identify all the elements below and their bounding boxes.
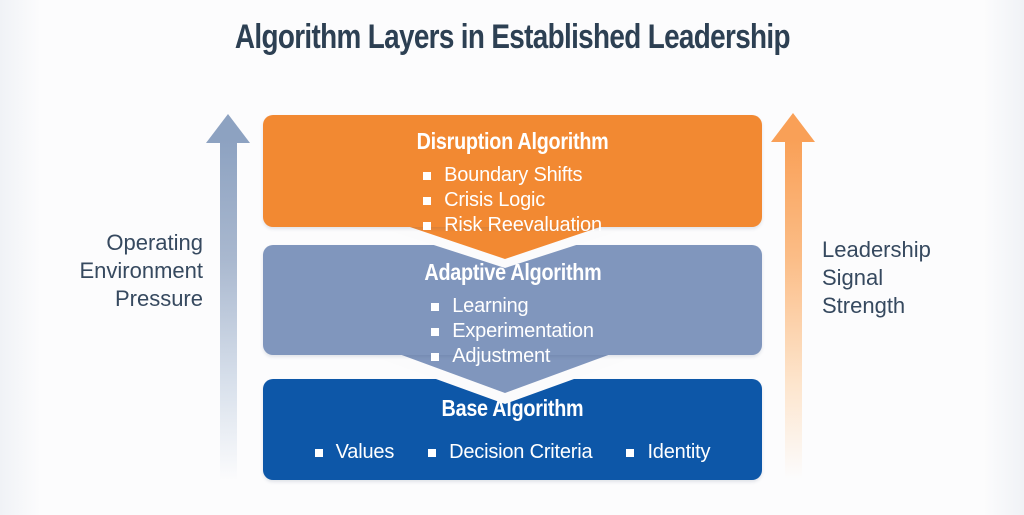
layer-adaptive-algorithm: Adaptive Algorithm Learning Experimentat… xyxy=(263,245,762,367)
pressure-arrow-shaft xyxy=(220,140,237,481)
page-title: Algorithm Layers in Established Leadersh… xyxy=(0,18,1024,57)
bullet-list: Boundary Shifts Crisis Logic Risk Reeval… xyxy=(423,163,602,238)
left-axis-label: Operating Environment Pressure xyxy=(40,229,203,313)
bullet-label: Identity xyxy=(647,441,711,463)
right-axis-label-line: Signal xyxy=(822,265,884,290)
bullet-square-icon xyxy=(431,302,440,311)
bullet-label: Adjustment xyxy=(452,345,551,367)
layer-title-text: Disruption Algorithm xyxy=(416,128,609,154)
bullet-square-icon xyxy=(431,352,440,361)
up-arrow-icon xyxy=(206,114,250,143)
bullet-list: Learning Experimentation Adjustment xyxy=(431,294,594,369)
bullet-square-icon xyxy=(423,171,432,180)
bullet-square-icon xyxy=(428,448,437,457)
bullet-square-icon xyxy=(431,327,440,336)
layer-title: Disruption Algorithm xyxy=(263,128,762,155)
bullet-item: Adjustment xyxy=(431,344,594,369)
bullet-square-icon xyxy=(423,196,432,205)
bullet-square-icon xyxy=(626,448,635,457)
page-title-text: Algorithm Layers in Established Leadersh… xyxy=(234,18,791,56)
bullet-label: Values xyxy=(335,441,395,463)
bullet-list: Values Decision Criteria Identity xyxy=(314,440,711,465)
bullet-item: Boundary Shifts xyxy=(423,163,602,188)
bullet-label: Learning xyxy=(452,295,529,317)
left-axis-label-line: Environment xyxy=(79,258,203,283)
layer-disruption-algorithm: Disruption Algorithm Boundary Shifts Cri… xyxy=(263,115,762,236)
bullet-label: Experimentation xyxy=(452,320,594,342)
right-axis-label-line: Leadership xyxy=(822,237,931,262)
bullet-item: Experimentation xyxy=(431,319,594,344)
bullet-label: Crisis Logic xyxy=(444,189,546,211)
left-axis-label-line: Operating xyxy=(106,230,203,255)
bullet-label: Decision Criteria xyxy=(449,441,593,463)
bullet-item: Decision Criteria xyxy=(428,440,593,465)
right-axis-label: Leadership Signal Strength xyxy=(822,236,992,320)
bullet-item: Learning xyxy=(431,294,594,319)
bullet-square-icon xyxy=(423,221,432,230)
bullet-item: Identity xyxy=(626,440,711,465)
bullet-item: Risk Reevaluation xyxy=(423,213,602,238)
signal-arrow-shaft xyxy=(785,139,802,479)
right-axis-label-line: Strength xyxy=(822,293,906,318)
left-axis-label-line: Pressure xyxy=(114,286,203,311)
bullet-label: Risk Reevaluation xyxy=(444,214,602,236)
bullet-square-icon xyxy=(314,448,323,457)
bullet-item: Values xyxy=(314,440,395,465)
up-arrow-icon xyxy=(771,113,815,142)
bullet-item: Crisis Logic xyxy=(423,188,602,213)
bullet-label: Boundary Shifts xyxy=(444,164,583,186)
